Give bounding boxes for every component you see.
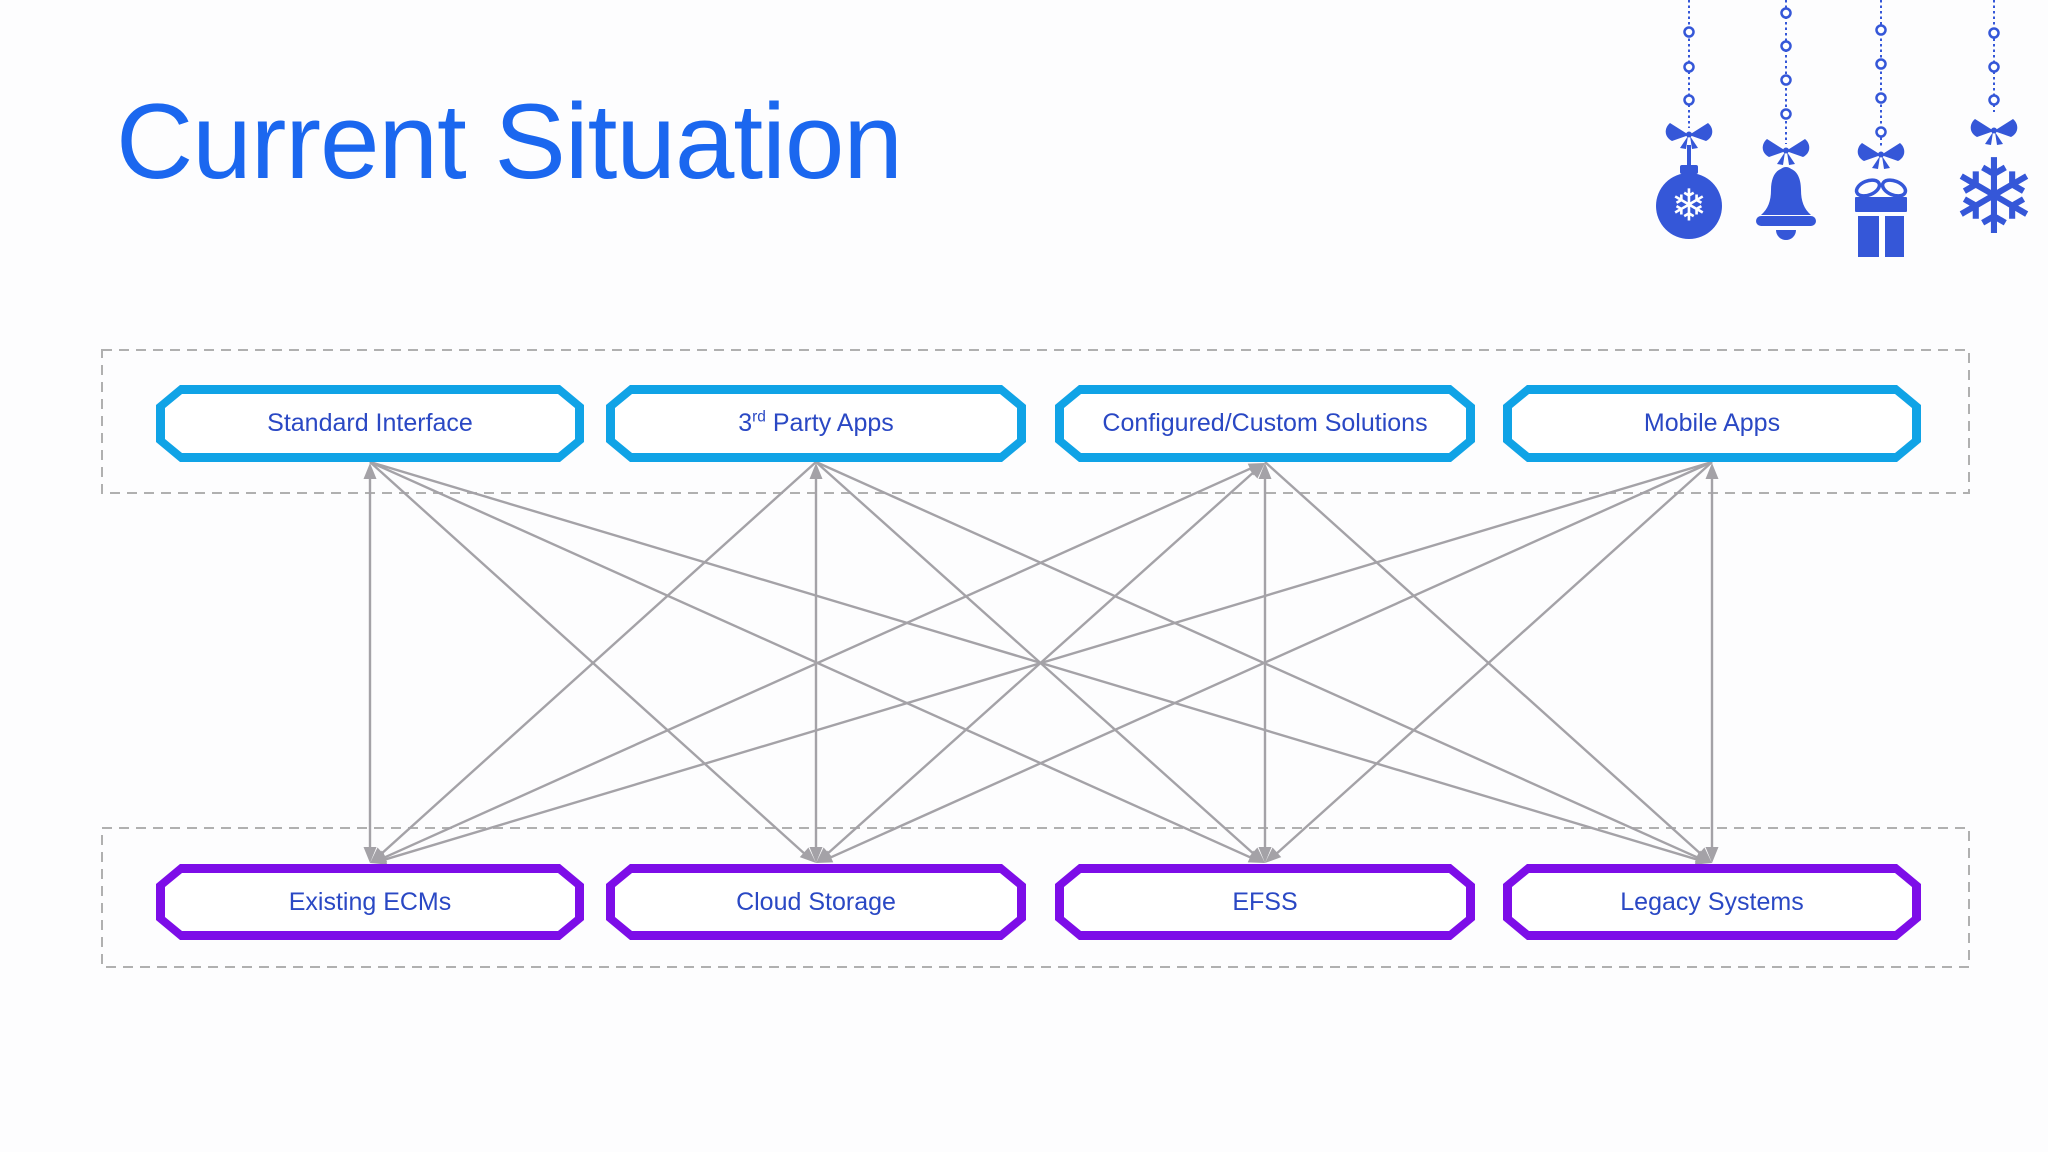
node-frame: Standard Interface (156, 385, 584, 462)
node-frame: EFSS (1055, 864, 1475, 940)
node-mobile-apps: Mobile Apps (1503, 385, 1921, 462)
svg-text:❄: ❄ (1950, 136, 2037, 258)
christmas-decorations: ❄ (1656, 0, 2038, 258)
node-efss: EFSS (1055, 864, 1475, 940)
node-label: 3rd Party Apps (738, 408, 894, 437)
node-3rd-party-apps: 3rd Party Apps (606, 385, 1026, 462)
node-frame-inner: Legacy Systems (1512, 873, 1912, 931)
node-label: Legacy Systems (1620, 887, 1804, 916)
node-frame-inner: Configured/Custom Solutions (1064, 394, 1466, 453)
node-frame: Configured/Custom Solutions (1055, 385, 1475, 462)
slide-title: Current Situation (116, 81, 903, 201)
superscript: rd (752, 408, 766, 426)
node-configured-custom-solutions: Configured/Custom Solutions (1055, 385, 1475, 462)
node-label: Mobile Apps (1643, 409, 1781, 437)
node-label: Existing ECMs (288, 887, 452, 916)
node-cloud-storage: Cloud Storage (606, 864, 1026, 940)
node-frame: 3rd Party Apps (606, 385, 1026, 462)
node-frame: Cloud Storage (606, 864, 1026, 940)
snowflake-icon: ❄ (1950, 0, 2038, 258)
top-row-dashed-container (101, 349, 1970, 494)
ball-ornament-icon: ❄ (1656, 0, 1722, 239)
connection-lines (363, 460, 1719, 865)
node-frame-inner: 3rd Party Apps (615, 394, 1017, 453)
node-existing-ecms: Existing ECMs (156, 864, 584, 940)
node-label: Configured/Custom Solutions (1102, 409, 1428, 437)
node-frame: Mobile Apps (1503, 385, 1921, 462)
gift-icon (1854, 0, 1908, 257)
node-frame-inner: Cloud Storage (615, 873, 1017, 931)
node-frame-inner: Existing ECMs (165, 873, 575, 931)
bell-icon (1756, 0, 1816, 240)
node-frame-inner: Mobile Apps (1512, 394, 1912, 453)
node-frame-inner: Standard Interface (165, 394, 575, 453)
svg-text:❄: ❄ (1671, 181, 1708, 232)
node-label: Cloud Storage (736, 887, 896, 916)
node-legacy-systems: Legacy Systems (1503, 864, 1921, 940)
node-frame-inner: EFSS (1064, 873, 1466, 931)
node-label: Standard Interface (267, 409, 473, 437)
node-frame: Existing ECMs (156, 864, 584, 940)
node-label: EFSS (1232, 887, 1298, 916)
node-frame: Legacy Systems (1503, 864, 1921, 940)
node-standard-interface: Standard Interface (156, 385, 584, 462)
